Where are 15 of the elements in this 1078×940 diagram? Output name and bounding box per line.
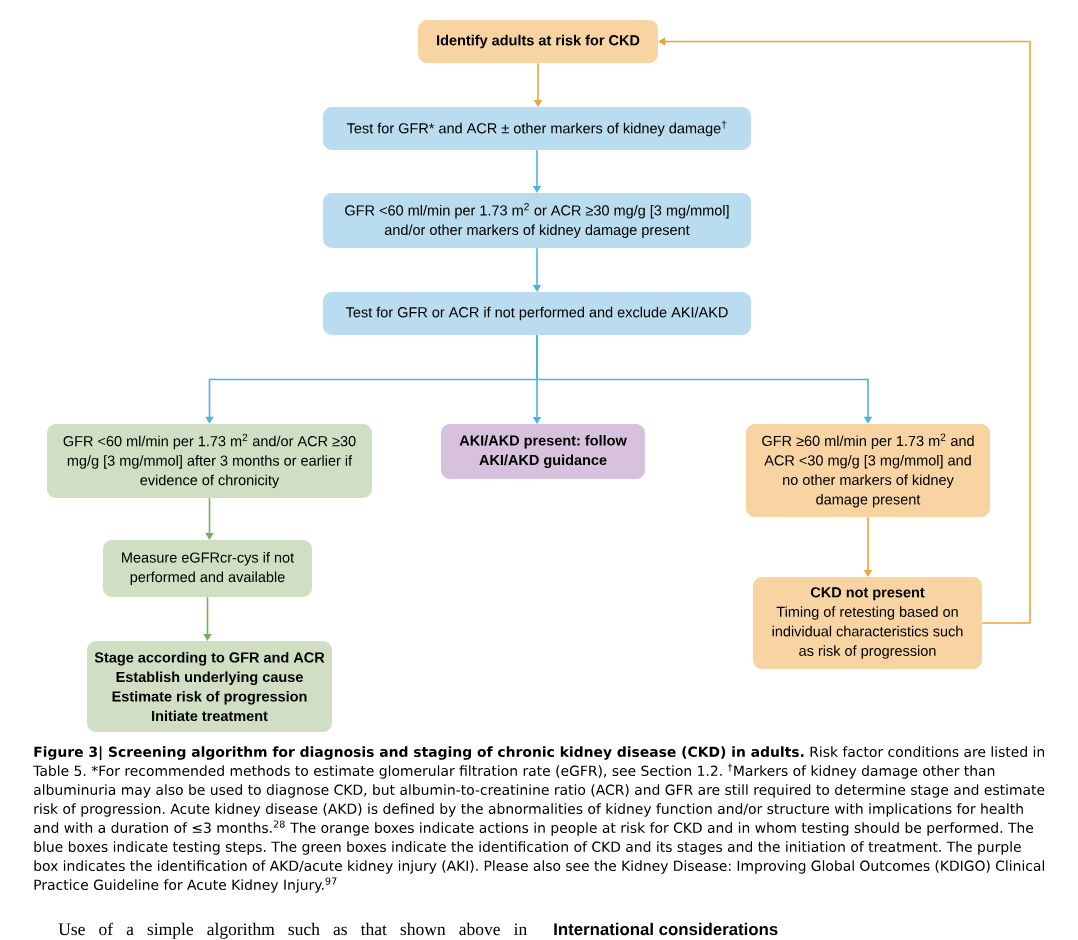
process-box: Test for GFR* and ACR ± other markers of kidney damage$^{†}$ bbox=[323, 107, 751, 150]
process-box: Stage according to GFR and ACR Establish underlying cause Estimate risk of progression Initiate treatment bbox=[87, 641, 332, 732]
process-box: GFR <60 ml/min per 1.73 m$^{2}$ and/or ACR ≥30 mg/g [3 mg/mmol] after 3 months or earlier if evidence of chronicity bbox=[47, 424, 372, 498]
process-box: Test for GFR or ACR if not performed and exclude AKI/AKD bbox=[323, 292, 751, 335]
arrow bbox=[205, 497, 214, 540]
process-box: Measure eGFRcr-cys if not performed and available bbox=[103, 540, 312, 597]
figure-caption: Figure 3| Screening algorithm for diagnosis and staging of chronic kidney disease (CKD) in adults. Risk factor conditions are listed in Table 5. *For recommended methods to estimate glomerular filtration rate (eGFR), see Section 1.2. $^{†}$Markers of kidney damage other than albuminuria may also be used to diagnose CKD, but albumin-to-creatinine ratio (ACR) and GFR are still required to determine stage and estimate risk of progression. Acute kidney disease (AKD) is defined by the abnormalities of kidney function and/or structure with implications for health and with a duration of ≤3 months.$^{28}$ The orange boxes indicate actions in people at risk for CKD and in whom testing should be performed. The blue boxes indicate testing steps. The green boxes indicate the identification of CKD and its stages and the initiation of treatment. The purple box indicates the identification of AKD/acute kidney injury (AKI). Please also see the Kidney Disease: Improving Global Outcomes (KDIGO) Clinical Practice Guideline for Acute Kidney Injury.$^{97}$ bbox=[33, 746, 1045, 893]
arrow bbox=[203, 596, 212, 641]
process-box: CKD not present Timing of retesting based on individual characteristics such as risk of progression bbox=[753, 577, 982, 669]
process-box: GFR <60 ml/min per 1.73 m$^{2}$ or ACR ≥30 mg/g [3 mg/mmol] and/or other markers of kidney damage present bbox=[323, 193, 751, 248]
body-text: Use of a simple algorithm such as that shown above in bbox=[58, 922, 527, 939]
process-box: AKI/AKD present: follow AKI/AKD guidance bbox=[441, 424, 645, 479]
process-box: GFR ≥60 ml/min per 1.73 m$^{2}$ and ACR <30 mg/g [3 mg/mmol] and no other markers of kidney damage present bbox=[746, 424, 990, 517]
process-box: Identify adults at risk for CKD bbox=[418, 20, 658, 63]
section-heading: International considerations bbox=[554, 922, 778, 936]
